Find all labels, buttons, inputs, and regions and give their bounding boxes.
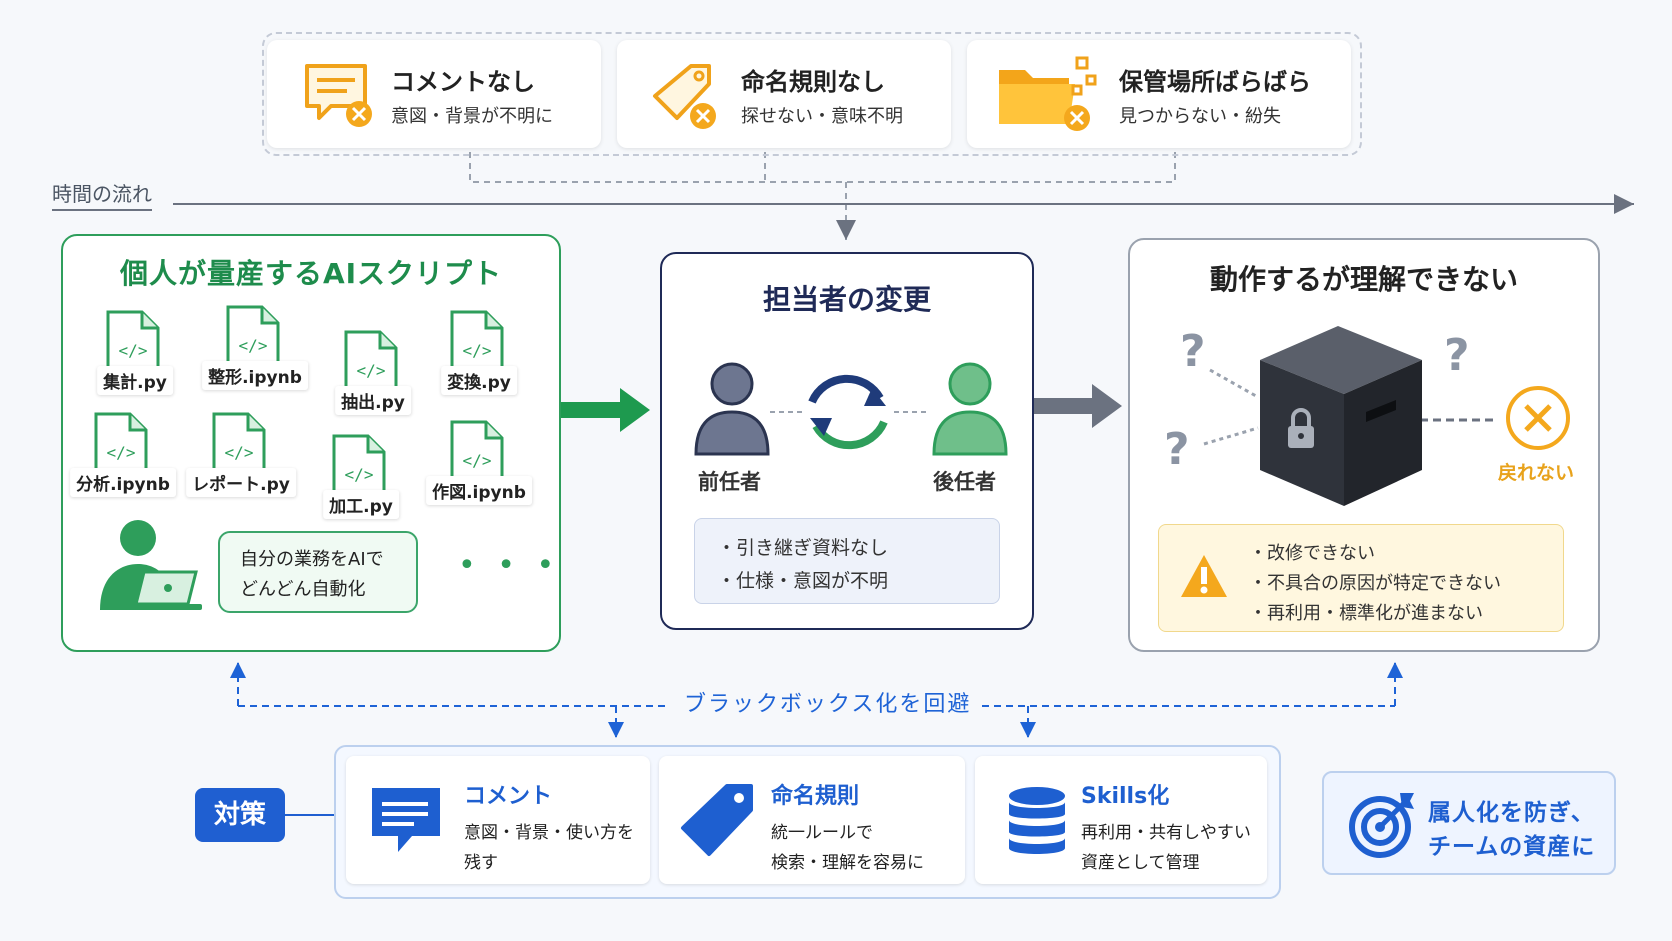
file-card: </> 作図.ipynb [426, 420, 532, 510]
problem-subtitle: 探せない・意味不明 [741, 106, 903, 127]
issue-item: ・不具合の原因が特定できない [1249, 573, 1501, 594]
file-card: </> 分析.ipynb [70, 412, 176, 502]
svg-text:</>: </> [107, 443, 136, 462]
successor-icon [932, 362, 1008, 456]
svg-text:</>: </> [463, 341, 492, 360]
problem-title: 命名規則なし [741, 68, 885, 96]
measure-line: 意図・背景・使い方を [464, 823, 634, 843]
goal-line: チームの資産に [1428, 834, 1596, 860]
measure-card-naming: 命名規則 統一ルールで 検索・理解を容易に [659, 756, 965, 884]
handover-cycle-icon [770, 374, 926, 450]
problems-group [262, 32, 1362, 156]
target-icon [1349, 793, 1414, 858]
code-file-icon: </> [344, 330, 398, 398]
problem-card-naming: 命名規則なし 探せない・意味不明 [617, 40, 951, 148]
file-card: </> 抽出.py [335, 330, 411, 420]
problem-card-storage: 保管場所ばらばら 見つからない・紛失 [967, 40, 1351, 148]
svg-text:</>: </> [463, 451, 492, 470]
blackbox-avoid-label: ブラックボックス化を回避 [674, 686, 982, 718]
file-card: </> 変換.py [441, 310, 517, 400]
bubble-line: どんどん自動化 [240, 579, 366, 600]
more-dots: • • • [458, 548, 561, 583]
person-laptop-icon [100, 520, 202, 610]
file-card: </> レポート.py [186, 412, 296, 502]
measure-line: 資産として管理 [1081, 853, 1200, 873]
successor-label: 後任者 [933, 470, 996, 494]
issue-item: ・再利用・標準化が進まない [1249, 603, 1483, 624]
timeline-label: 時間の流れ [52, 178, 152, 211]
measure-title: コメント [464, 784, 553, 809]
measure-line: 残す [464, 853, 498, 873]
green-flow-arrow [558, 388, 650, 432]
file-card: </> 集計.py [97, 310, 173, 400]
question-mark: ? [1444, 330, 1470, 381]
issue-item: ・仕様・意図が不明 [717, 570, 889, 592]
code-file-icon: </> [226, 305, 280, 373]
problem-card-comment: コメントなし 意図・背景が不明に [267, 40, 601, 148]
comment-x-icon [305, 64, 372, 127]
speech-bubble: 自分の業務をAIで どんどん自動化 [218, 531, 418, 613]
file-name: 分析.ipynb [70, 468, 176, 497]
database-icon [1009, 787, 1065, 854]
code-file-icon: </> [212, 412, 266, 480]
handover-title: 担当者の変更 [762, 283, 931, 316]
file-name: 集計.py [97, 366, 173, 395]
tag-x-icon [653, 64, 716, 129]
svg-text:</>: </> [239, 336, 268, 355]
tag-icon [681, 784, 753, 856]
no-return-label: 戻れない [1498, 462, 1575, 484]
measure-line: 統一ルールで [771, 823, 873, 843]
issue-item: ・改修できない [1249, 543, 1375, 564]
file-name: レポート.py [186, 468, 296, 497]
problem-subtitle: 見つからない・紛失 [1119, 106, 1281, 127]
question-mark: ? [1164, 424, 1190, 475]
code-file-icon: </> [332, 434, 386, 502]
measures-label: 対策 [195, 788, 285, 842]
measure-card-skills: Skills化 再利用・共有しやすい 資産として管理 [975, 756, 1267, 884]
comment-icon [372, 788, 440, 852]
problem-title: 保管場所ばらばら [1119, 68, 1311, 96]
file-card: </> 加工.py [323, 434, 399, 524]
folder-x-icon [999, 56, 1097, 131]
predecessor-icon [694, 362, 770, 456]
measure-title: 命名規則 [771, 784, 860, 809]
blackbox-loop [230, 662, 1403, 738]
blackbox-scene [1203, 326, 1570, 506]
file-card: </> 整形.ipynb [202, 305, 308, 395]
predecessor-label: 前任者 [698, 470, 761, 494]
goal-card: 属人化を防ぎ、 チームの資産に [1322, 771, 1616, 875]
svg-text:</>: </> [119, 341, 148, 360]
question-mark: ? [1180, 326, 1206, 377]
measure-title: Skills化 [1081, 784, 1170, 809]
file-name: 整形.ipynb [202, 361, 308, 390]
file-name: 変換.py [441, 366, 517, 395]
result-issues: ・改修できない ・不具合の原因が特定できない ・再利用・標準化が進まない [1158, 524, 1564, 632]
code-file-icon: </> [450, 420, 504, 488]
result-title: 動作するが理解できない [1209, 263, 1518, 296]
measure-line: 検索・理解を容易に [771, 853, 924, 873]
file-name: 抽出.py [335, 386, 411, 415]
goal-line: 属人化を防ぎ、 [1428, 800, 1595, 826]
file-name: 加工.py [323, 490, 399, 519]
code-file-icon: </> [106, 310, 160, 378]
gray-flow-arrow [1034, 384, 1122, 428]
code-file-icon: </> [450, 310, 504, 378]
measure-line: 再利用・共有しやすい [1081, 823, 1251, 843]
problems-bracket [469, 152, 1176, 240]
warning-icon [1181, 555, 1227, 597]
handover-issues: ・引き継ぎ資料なし ・仕様・意図が不明 [694, 518, 1000, 604]
file-name: 作図.ipynb [426, 476, 532, 505]
svg-text:</>: </> [357, 361, 386, 380]
measure-card-comment: コメント 意図・背景・使い方を 残す [346, 756, 650, 884]
problem-title: コメントなし [391, 68, 535, 96]
svg-text:</>: </> [345, 465, 374, 484]
svg-text:</>: </> [225, 443, 254, 462]
individual-title: 個人が量産するAIスクリプト [119, 257, 503, 290]
code-file-icon: </> [94, 412, 148, 480]
bubble-line: 自分の業務をAIで [240, 549, 384, 570]
problem-subtitle: 意図・背景が不明に [391, 106, 553, 127]
issue-item: ・引き継ぎ資料なし [717, 537, 889, 559]
